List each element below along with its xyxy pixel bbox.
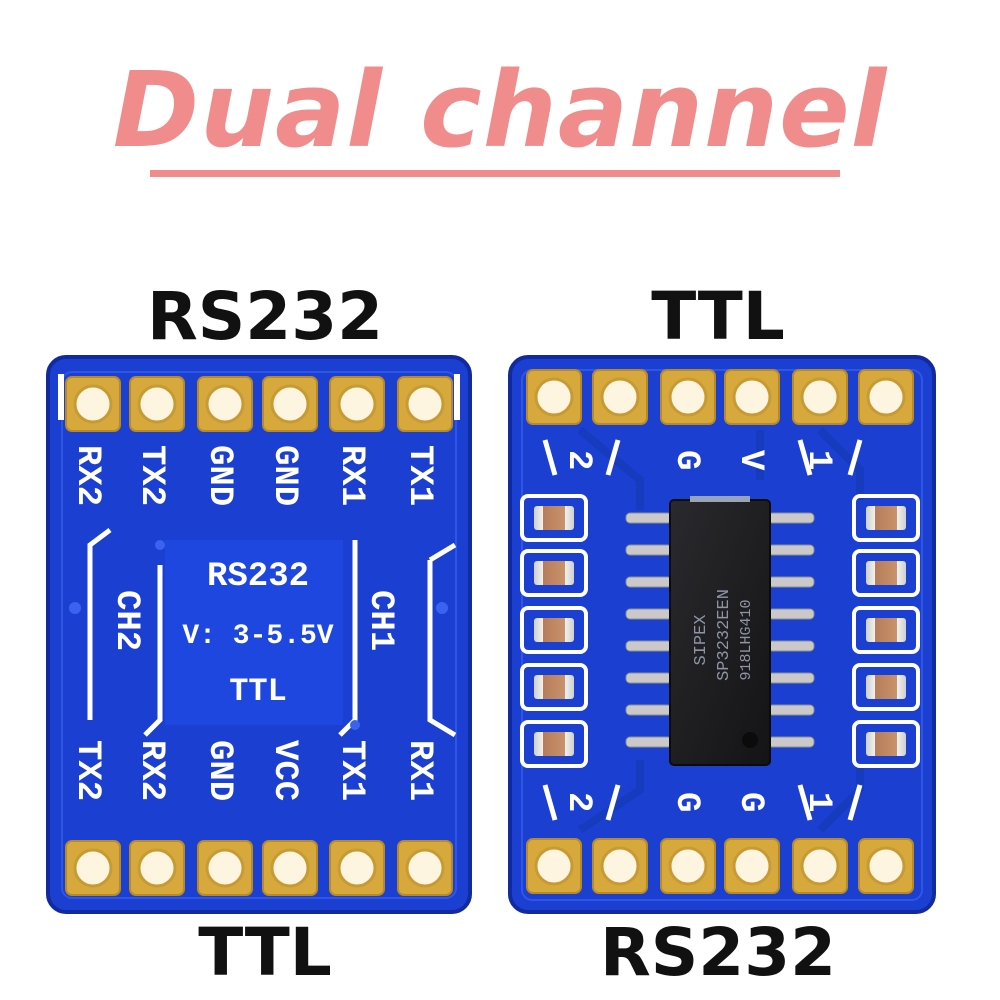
label-right-top: TTL xyxy=(651,278,785,355)
ch1-bracket-icon xyxy=(427,560,457,738)
ch2-bracket-icon xyxy=(87,528,112,720)
right-top-pin-pad-2 xyxy=(592,369,648,425)
left-bottom-pin-label-4: VCC xyxy=(265,740,303,801)
left-top-pin-pad-1 xyxy=(65,376,121,432)
left-bottom-pin-label-6: RX1 xyxy=(400,740,438,801)
left-top-pin-pad-4 xyxy=(262,376,318,432)
left-bottom-pin-pad-6 xyxy=(397,840,453,896)
left-bottom-pin-label-2: RX2 xyxy=(132,740,170,801)
headline-title: Dual channel xyxy=(112,49,888,171)
left-top-pin-label-3: GND xyxy=(200,445,238,506)
left-top-pin-pad-2 xyxy=(129,376,185,432)
left-bottom-pin-label-5: TX1 xyxy=(332,740,370,801)
label-left-bottom: TTL xyxy=(198,914,332,991)
left-top-pin-label-2: TX2 xyxy=(132,445,170,506)
channel-label-ch1: CH1 xyxy=(361,590,399,651)
right-bottom-mark-4: 1 xyxy=(799,792,837,812)
chip-marking-1: SIPEX xyxy=(692,614,711,665)
right-top-pin-pad-3 xyxy=(660,369,716,425)
chip-marking-3: 918LHG410 xyxy=(738,599,755,680)
right-bottom-pin-pad-3 xyxy=(660,838,716,894)
capacitor-left-4 xyxy=(520,663,588,711)
right-top-pin-pad-6 xyxy=(858,369,914,425)
headline-underline xyxy=(150,170,840,177)
right-top-pin-pad-5 xyxy=(792,369,848,425)
channel-label-ch2: CH2 xyxy=(107,590,145,651)
right-top-mark-3: V xyxy=(731,450,769,471)
left-bottom-pin-label-3: GND xyxy=(200,740,238,801)
left-bottom-pin-pad-1 xyxy=(65,840,121,896)
right-top-mark-1: 2 xyxy=(559,450,597,470)
capacitor-right-5 xyxy=(852,720,920,768)
capacitor-left-5 xyxy=(520,720,588,768)
left-bottom-pin-pad-3 xyxy=(197,840,253,896)
label-right-bottom: RS232 xyxy=(599,914,837,991)
left-top-pin-label-1: RX2 xyxy=(68,445,106,506)
left-top-pin-label-4: GND xyxy=(265,445,303,506)
right-bottom-pin-pad-6 xyxy=(858,838,914,894)
left-top-pin-pad-5 xyxy=(329,376,385,432)
left-top-pin-pad-3 xyxy=(197,376,253,432)
capacitor-left-2 xyxy=(520,549,588,597)
right-top-pin-pad-4 xyxy=(724,369,780,425)
center-line-3: TTL xyxy=(229,673,287,710)
right-bottom-mark-1: 2 xyxy=(559,792,597,812)
right-bottom-pin-pad-4 xyxy=(724,838,780,894)
capacitor-right-2 xyxy=(852,549,920,597)
left-bottom-pin-pad-5 xyxy=(329,840,385,896)
left-bottom-pin-label-1: TX2 xyxy=(68,740,106,801)
center-line-2: V: 3-5.5V xyxy=(182,621,333,652)
right-bottom-mark-3: G xyxy=(731,792,769,812)
capacitor-left-1 xyxy=(520,494,588,542)
left-top-pin-pad-6 xyxy=(397,376,453,432)
right-top-pin-pad-1 xyxy=(526,369,582,425)
capacitor-right-3 xyxy=(852,606,920,654)
capacitor-right-1 xyxy=(852,494,920,542)
right-bottom-pin-pad-2 xyxy=(592,838,648,894)
right-bottom-pin-pad-1 xyxy=(526,838,582,894)
left-top-pin-label-5: RX1 xyxy=(332,445,370,506)
center-line-1: RS232 xyxy=(207,558,309,596)
capacitor-left-3 xyxy=(520,606,588,654)
chip-marking-2: SP3232EEN xyxy=(715,589,734,681)
right-bottom-mark-2: G xyxy=(667,792,705,812)
right-top-mark-2: G xyxy=(667,450,705,470)
left-bottom-pin-pad-2 xyxy=(129,840,185,896)
right-bottom-pin-pad-5 xyxy=(792,838,848,894)
left-bottom-pin-pad-4 xyxy=(262,840,318,896)
left-top-pin-label-6: TX1 xyxy=(400,445,438,506)
capacitor-right-4 xyxy=(852,663,920,711)
label-left-top: RS232 xyxy=(146,278,384,355)
